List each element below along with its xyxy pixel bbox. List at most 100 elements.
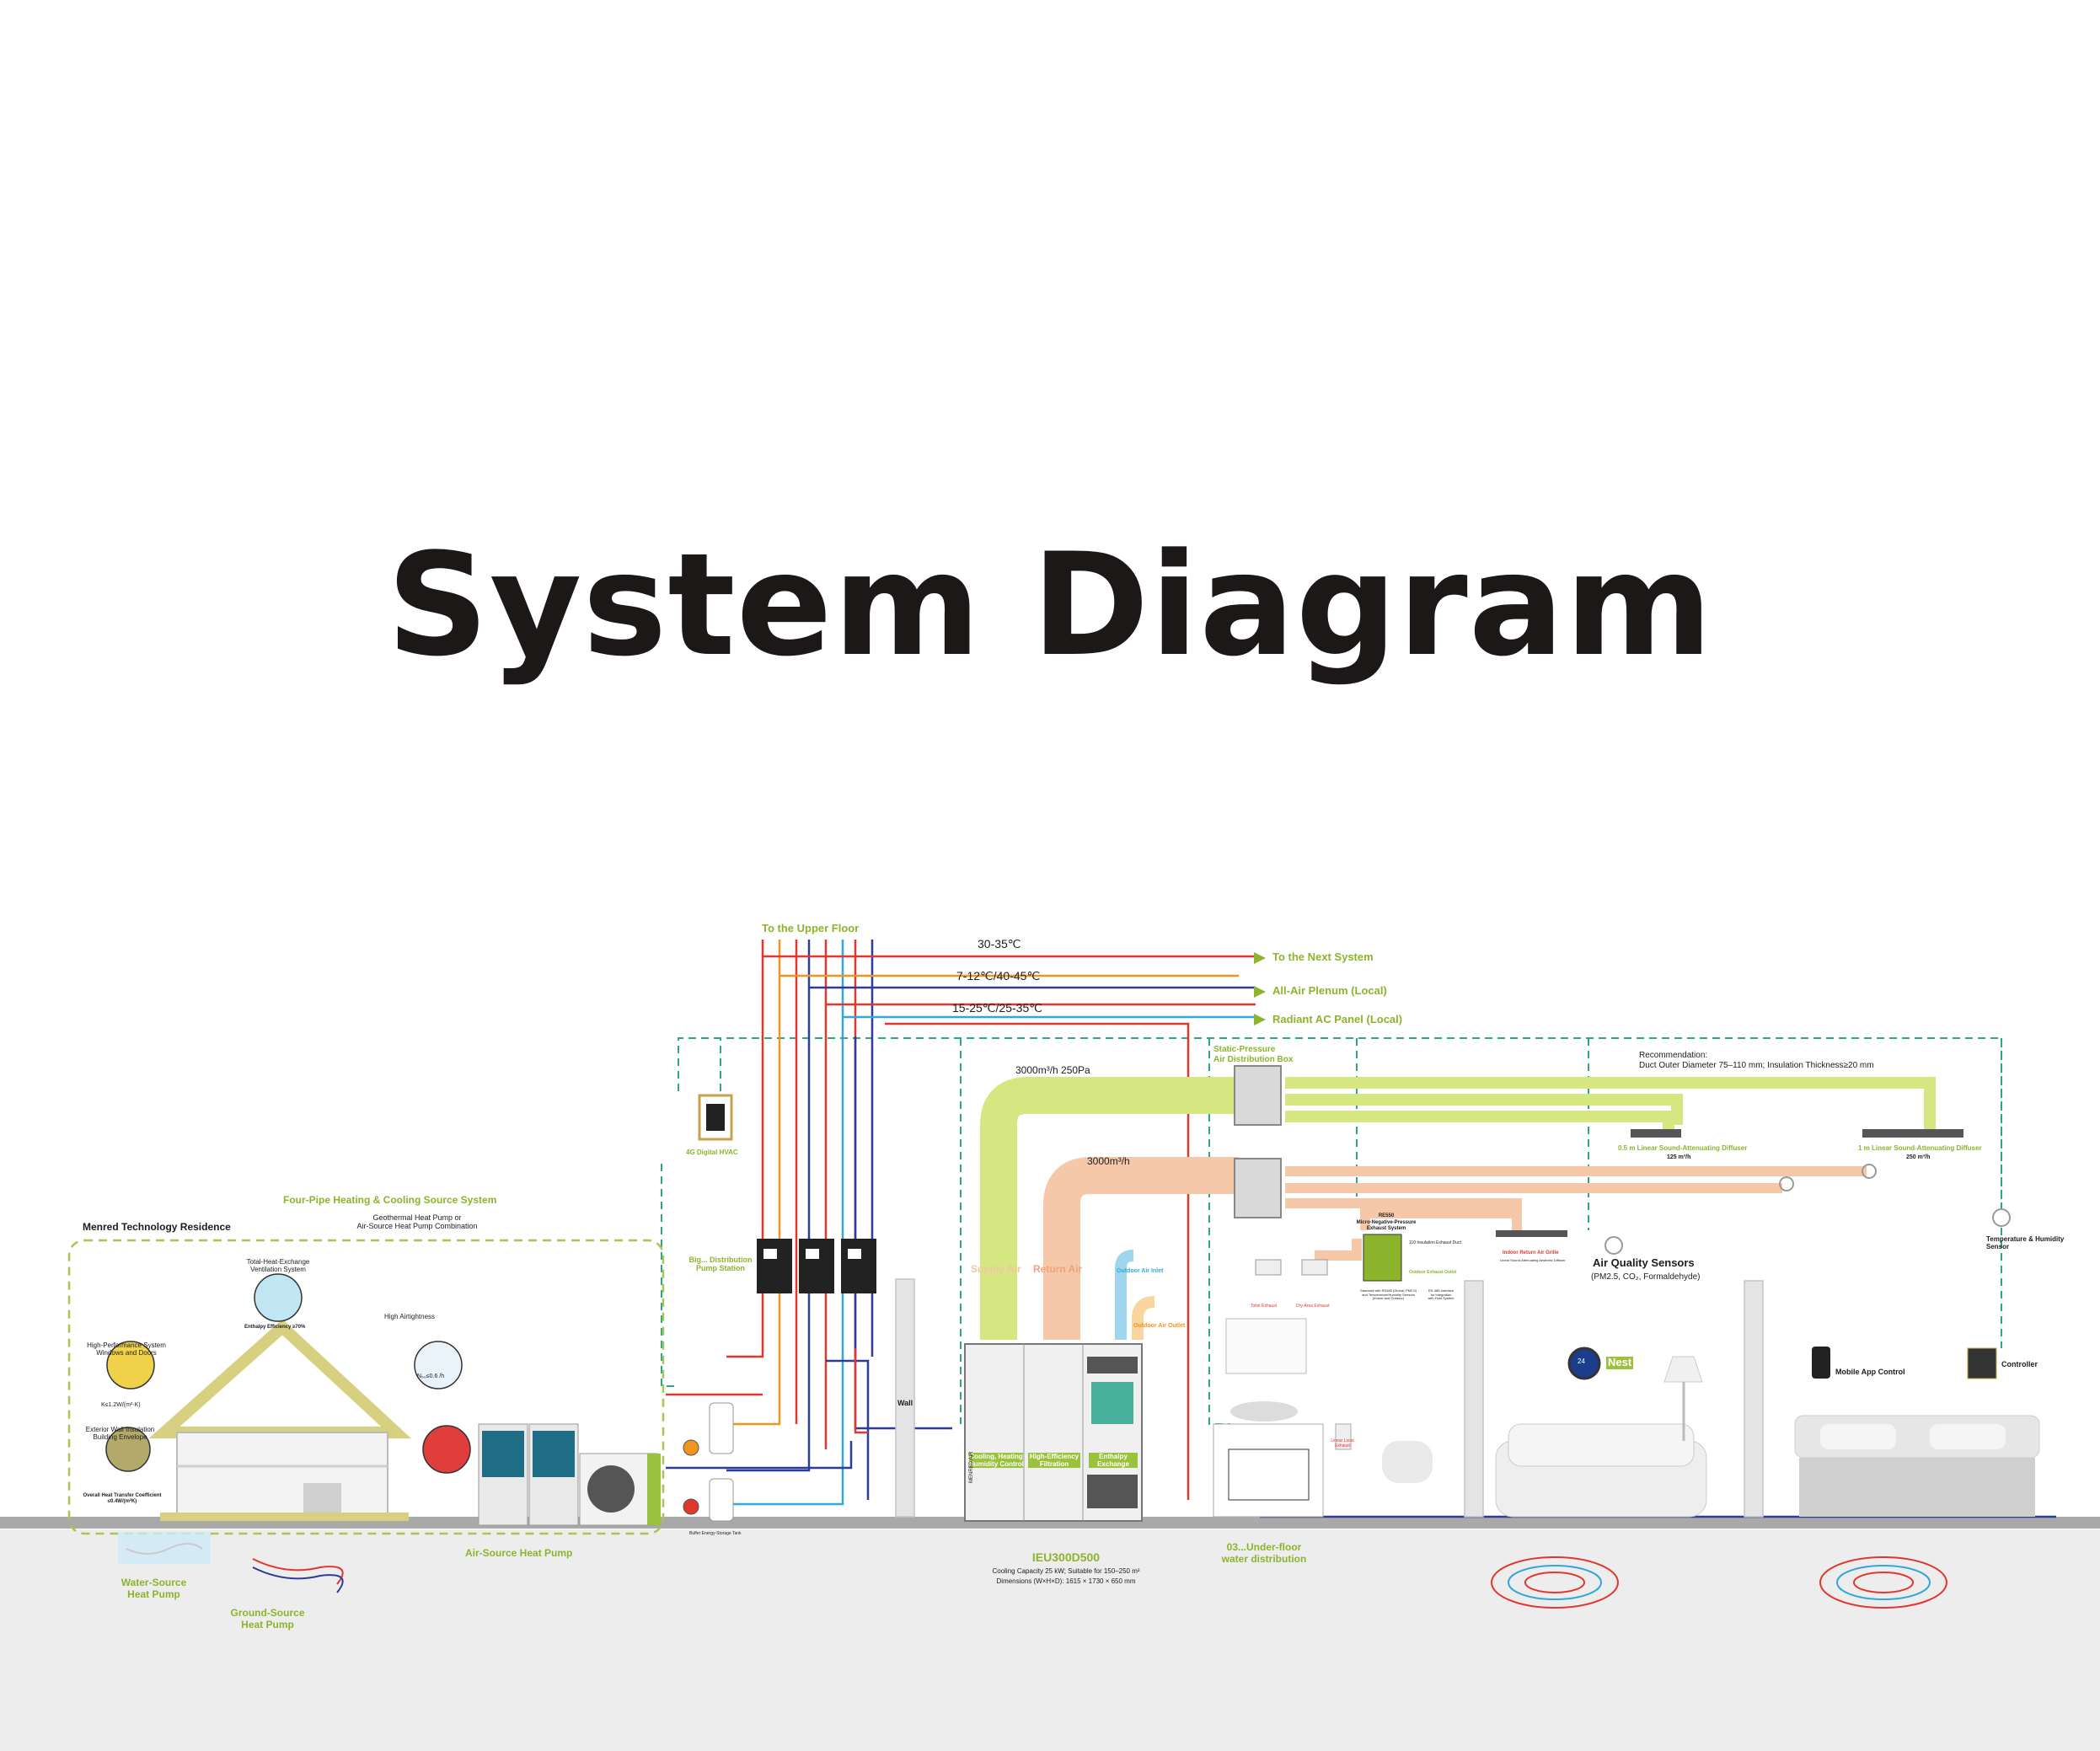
label-all-air: All-Air Plenum (Local) xyxy=(1272,984,1387,997)
label-pump-station: Big... Distribution Pump Station xyxy=(688,1256,753,1273)
bathroom xyxy=(1213,1318,1433,1518)
label-hvac-4g: 4G Digital HVAC xyxy=(686,1149,738,1156)
living-room-sofa xyxy=(1495,1356,1707,1518)
label-exhaust-title: Micro-Negative-Pressure Exhaust System xyxy=(1356,1220,1417,1231)
supply-duct xyxy=(980,1077,1239,1340)
main-unit xyxy=(964,1343,1143,1522)
temp-humidity-sensor-icon xyxy=(1992,1208,2011,1227)
label-source-system: Four-Pipe Heating & Cooling Source Syste… xyxy=(283,1194,497,1206)
ceiling-vent-1 xyxy=(1779,1176,1794,1191)
pump-station-units xyxy=(757,1239,876,1293)
residence-house xyxy=(105,1273,471,1521)
label-wall-coef: Overall Heat Transfer Coefficient ≤0.4W/… xyxy=(83,1493,162,1504)
bedroom-bed xyxy=(1794,1415,2040,1517)
label-diffuser-2-flow: 250 m³/h xyxy=(1906,1154,1931,1160)
label-unit-model: IEU300D500 xyxy=(1031,1550,1101,1564)
label-nest: Nest xyxy=(1606,1356,1634,1369)
label-toilet-exhaust: Toilet Exhaust xyxy=(1251,1304,1278,1309)
label-airtightness: High Airtightness xyxy=(384,1313,436,1320)
label-dry-exhaust: Dry-Area Exhaust xyxy=(1296,1304,1330,1309)
outdoor-inlet-duct xyxy=(1115,1250,1134,1340)
label-module-2: High-Efficiency Filtration xyxy=(1028,1453,1080,1469)
label-water-source: Water-Source Heat Pump xyxy=(121,1577,187,1600)
supply-branches xyxy=(1285,1077,1936,1133)
label-air-quality-sub: (PM2.5, CO₂, Formaldehyde) xyxy=(1591,1272,1701,1282)
label-diffuser-1-flow: 125 m³/h xyxy=(1667,1154,1691,1160)
label-brand-side: MENRED AIR xyxy=(969,1451,974,1483)
label-arrows xyxy=(1254,952,1266,1025)
nest-thermostat[interactable] xyxy=(1567,1347,1601,1380)
label-upper-floor: To the Upper Floor xyxy=(762,922,860,934)
outdoor-outlet-duct xyxy=(1132,1296,1155,1340)
label-wall-1: Wall xyxy=(897,1399,913,1407)
air-quality-sensor-icon xyxy=(1604,1236,1623,1255)
label-module-1: Cooling, Heating Humidity Control xyxy=(969,1453,1024,1469)
label-air-quality: Air Quality Sensors xyxy=(1593,1256,1695,1269)
label-linear-exhaust: Linear Local Exhaust xyxy=(1331,1438,1354,1448)
ground-loops xyxy=(118,1532,344,1593)
return-duct xyxy=(1043,1157,1239,1340)
label-outdoor-outlet: Outdoor Air Outlet xyxy=(1133,1323,1186,1329)
controller-panel[interactable] xyxy=(1967,1347,1997,1379)
dry-area-exhaust-vent xyxy=(1301,1259,1328,1276)
ceiling-vent-2 xyxy=(1862,1164,1877,1179)
label-supply-air: Supply Air xyxy=(971,1263,1021,1275)
label-temp-2: 7-12℃/40-45℃ xyxy=(956,969,1041,983)
label-air-source: Air-Source Heat Pump xyxy=(465,1547,573,1559)
label-diffuser-1: 0.5 m Linear Sound-Attenuating Diffuser xyxy=(1618,1144,1748,1152)
toilet-exhaust-vent xyxy=(1255,1259,1282,1276)
hvac-4g-screen xyxy=(706,1104,725,1131)
buffer-tanks xyxy=(683,1402,734,1522)
label-buffer-tank: Buffer Energy-Storage Tank xyxy=(689,1531,742,1536)
mobile-phone[interactable] xyxy=(1812,1347,1830,1379)
label-next-system: To the Next System xyxy=(1272,950,1374,963)
label-exhaust-model: RE550 xyxy=(1378,1213,1395,1218)
floor-ground xyxy=(0,1529,2100,1751)
label-exhaust-duct: 110 Insulation Exhaust Duct xyxy=(1409,1240,1461,1245)
floor-heating-coils xyxy=(1491,1556,1947,1609)
label-nest-value: 24 xyxy=(1578,1357,1585,1365)
label-return-grille: Indoor Return Air Grille xyxy=(1503,1250,1559,1256)
label-temp-3: 15-25℃/25-35℃ xyxy=(952,1001,1042,1015)
page-title: System Diagram xyxy=(386,522,1714,688)
hvac-4g-device xyxy=(698,1094,733,1141)
label-orange-flow: 3000m³/h xyxy=(1087,1155,1130,1167)
label-unit-spec: Cooling Capacity 25 kW; Suitable for 150… xyxy=(992,1567,1140,1575)
label-static-box: Static-Pressure Air Distribution Box xyxy=(1213,1045,1294,1064)
label-radiant: Radiant AC Panel (Local) xyxy=(1272,1013,1403,1025)
walls xyxy=(895,1278,1764,1518)
static-box-supply xyxy=(1234,1065,1282,1126)
label-residence: Menred Technology Residence xyxy=(83,1221,231,1233)
label-ground-source: Ground-Source Heat Pump xyxy=(230,1607,305,1631)
label-module-3: Enthalpy Exchange xyxy=(1089,1453,1138,1469)
label-airtight-value: N₅₀≤0.6 /h xyxy=(417,1373,445,1379)
label-recommendation: Recommendation: Duct Outer Diameter 75–1… xyxy=(1639,1051,1874,1070)
diffuser-small xyxy=(1631,1129,1681,1138)
label-mobile-app: Mobile App Control xyxy=(1835,1368,1905,1376)
label-insulation: Exterior Wall Insulation Building Envelo… xyxy=(85,1426,155,1442)
exhaust-unit xyxy=(1363,1234,1402,1282)
label-diffuser-2: 1 m Linear Sound-Attenuating Diffuser xyxy=(1858,1144,1982,1152)
diffuser-large xyxy=(1862,1129,1963,1138)
static-box-return xyxy=(1234,1158,1282,1218)
label-exhaust-note-1: Standard with RS485 (Global; PM2.5) and … xyxy=(1360,1288,1417,1301)
label-unit-dims: Dimensions (W×H×D): 1615 × 1730 × 650 mm xyxy=(996,1577,1136,1585)
air-source-heat-pump-units xyxy=(478,1423,661,1526)
label-return-grille-sub: Linear Sound-Attenuating Aesthetic Diffu… xyxy=(1500,1258,1566,1262)
label-source-sub: Geothermal Heat Pump or Air-Source Heat … xyxy=(356,1213,478,1231)
residence-outline xyxy=(67,1239,665,1535)
label-outdoor-inlet: Outdoor Air Inlet xyxy=(1117,1268,1164,1274)
label-exhaust-note-2: RS-485 Interface for Integration with Ho… xyxy=(1428,1288,1454,1301)
label-windows: High-Performance System Windows and Door… xyxy=(87,1341,166,1357)
hydronic-pipes xyxy=(666,940,2056,1518)
label-window-value: K≤1.2W/(m²·K) xyxy=(101,1402,141,1408)
return-grille xyxy=(1496,1230,1567,1237)
label-controller: Controller xyxy=(2001,1360,2038,1368)
return-branches xyxy=(1285,1166,1867,1261)
label-ventilation: Total-Heat-Exchange Ventilation System xyxy=(246,1258,310,1274)
label-return-air: Return Air xyxy=(1033,1263,1083,1275)
label-temp-humidity: Temperature & Humidity Sensor xyxy=(1986,1235,2065,1251)
label-temp-1: 30-35℃ xyxy=(978,937,1021,950)
